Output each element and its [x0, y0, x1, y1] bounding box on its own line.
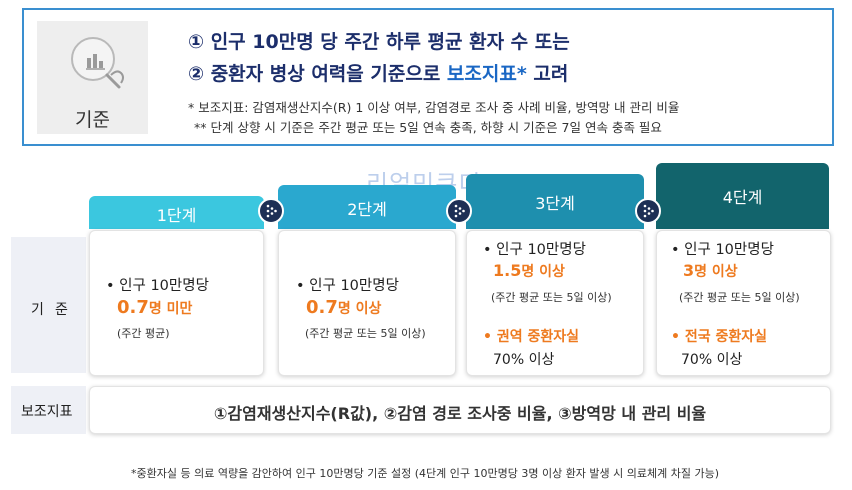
stage-2-value-unit: 명 이상 — [337, 301, 382, 317]
stage-3-icu-value: 70% 이상 — [493, 352, 555, 368]
criteria-line-1: ① 인구 10만명 당 주간 하루 평균 환자 수 또는 — [188, 31, 570, 53]
stage-3-bullet: • 인구 10만명당 — [483, 242, 586, 258]
criteria-line-2-highlight: 보조지표* — [446, 63, 527, 85]
criteria-line-2: ② 중환자 병상 여력을 기준으로 보조지표* 고려 — [188, 59, 568, 86]
footnote: *중환자실 등 의료 역량을 감안하여 인구 10만명당 기준 설정 (4단계 … — [131, 467, 720, 480]
arrow-dots-icon — [643, 204, 654, 218]
right-arrow-badge-icon — [635, 198, 661, 224]
stage-1-bullet: • 인구 10만명당 — [106, 278, 209, 294]
criteria-line-2-post: 고려 — [526, 63, 569, 85]
stage-2-bullet: • 인구 10만명당 — [296, 278, 399, 294]
stage-4-icu-value: 70% 이상 — [681, 352, 743, 368]
criteria-label: 기준 — [75, 109, 110, 131]
stage-title-2: 2단계 — [347, 200, 387, 219]
stage-2-value-number: 0.7 — [306, 297, 338, 318]
stage-1-value-number: 0.7 — [117, 297, 149, 318]
row-label-criteria-char-2: 준 — [55, 302, 68, 318]
stage-2-value: 0.7명 이상 — [306, 297, 381, 318]
stage-4-icu-label: • 전국 중환자실 — [671, 329, 767, 345]
stage-3-icu-label: • 권역 중환자실 — [483, 329, 579, 345]
arrow-dots-icon — [266, 204, 277, 218]
criteria-icon-panel: 기준 — [37, 21, 148, 134]
stage-4-value-unit: 명 이상 — [694, 264, 738, 280]
stage-3-value: 1.5명 이상 — [493, 261, 565, 281]
stage-3-note: (주간 평균 또는 5일 이상) — [491, 291, 612, 304]
stage-card-1: • 인구 10만명당 0.7명 미만 (주간 평균) — [89, 230, 264, 376]
right-arrow-badge-icon — [258, 198, 284, 224]
magnifier-circle — [71, 37, 115, 81]
criteria-line-2-pre: ② 중환자 병상 여력을 기준으로 — [188, 63, 447, 85]
arrow-dots-icon — [454, 204, 465, 218]
row-label-aux: 보조지표 — [11, 386, 86, 434]
stage-2-note: (주간 평균 또는 5일 이상) — [305, 327, 426, 340]
stage-3-value-unit: 명 이상 — [521, 264, 565, 280]
aux-indicator-card: ①감염재생산지수(R값), ②감염 경로 조사중 비율, ③방역망 내 관리 비… — [89, 386, 831, 434]
stage-4-note: (주간 평균 또는 5일 이상) — [679, 291, 800, 304]
criteria-note-2: ** 단계 상향 시 기준은 주간 평균 또는 5일 연속 충족, 하향 시 기… — [194, 120, 662, 135]
stage-title-4: 4단계 — [722, 188, 763, 207]
criteria-note-1: * 보조지표: 감염재생산지수(R) 1 이상 여부, 감염경로 조사 중 사례… — [188, 100, 680, 115]
stage-title-1: 1단계 — [156, 206, 197, 225]
magnifier-chart-hand-icon — [86, 54, 124, 89]
stage-header-4: 4단계 — [656, 163, 829, 229]
right-arrow-badge-icon — [446, 198, 472, 224]
stage-3-value-number: 1.5 — [493, 261, 522, 280]
row-label-criteria: 기 준 — [11, 237, 86, 373]
row-label-aux-text: 보조지표 — [21, 404, 73, 420]
stage-4-value: 3명 이상 — [683, 261, 738, 281]
row-label-criteria-char-1: 기 — [31, 302, 44, 318]
stage-1-note: (주간 평균) — [117, 327, 170, 340]
stage-card-3: • 인구 10만명당 1.5명 이상 (주간 평균 또는 5일 이상) • 권역… — [466, 230, 644, 376]
stage-header-3: 3단계 — [466, 174, 644, 229]
stage-4-value-number: 3 — [683, 261, 695, 280]
stage-card-2: • 인구 10만명당 0.7명 이상 (주간 평균 또는 5일 이상) — [278, 230, 456, 376]
stage-header-1: 1단계 — [89, 196, 264, 229]
aux-indicator-text: ①감염재생산지수(R값), ②감염 경로 조사중 비율, ③방역망 내 관리 비… — [213, 404, 707, 423]
criteria-box: 기준 ① 인구 10만명 당 주간 하루 평균 환자 수 또는 ② 중환자 병상… — [22, 8, 834, 146]
stage-1-value: 0.7명 미만 — [117, 297, 192, 318]
stage-title-3: 3단계 — [535, 194, 575, 213]
stage-4-bullet: • 인구 10만명당 — [671, 242, 774, 258]
stage-1-value-unit: 명 미만 — [148, 301, 193, 317]
stage-card-4: • 인구 10만명당 3명 이상 (주간 평균 또는 5일 이상) • 전국 중… — [656, 230, 831, 376]
stage-header-2: 2단계 — [278, 185, 456, 229]
